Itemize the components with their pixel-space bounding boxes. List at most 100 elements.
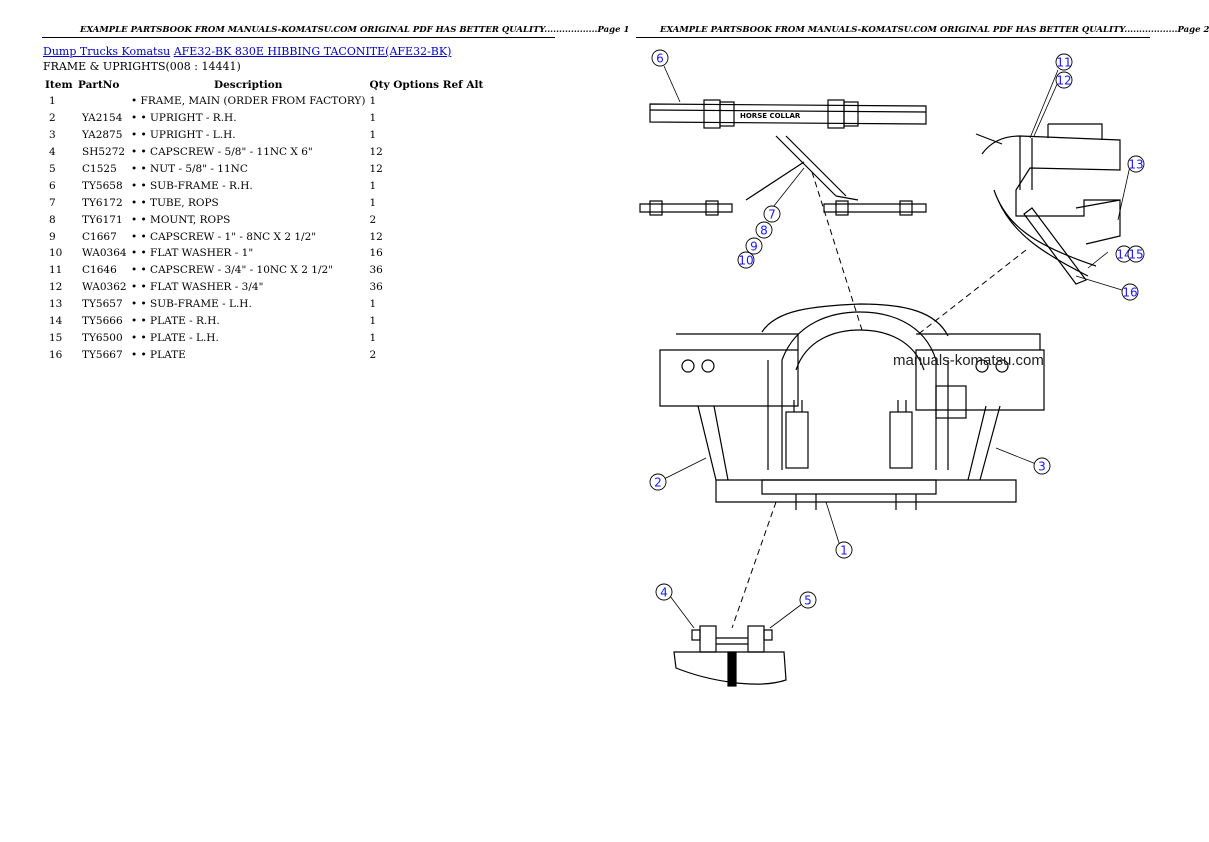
col-header-options: Options bbox=[393, 78, 440, 91]
qty-cell: 12 bbox=[369, 146, 383, 159]
dashed-leaders bbox=[731, 171, 1027, 629]
qty-cell: 2 bbox=[369, 213, 377, 226]
description-cell: • • SUB-FRAME - L.H. bbox=[131, 298, 252, 311]
partno-cell: C1667 bbox=[82, 230, 117, 243]
col-header-partno: PartNo bbox=[78, 78, 120, 91]
callout-label: 1 bbox=[840, 544, 848, 558]
qty-cell: 12 bbox=[369, 230, 383, 243]
header-rule-2 bbox=[636, 37, 1150, 38]
col-header-qty-group: Qty Options Ref Alt bbox=[367, 76, 485, 93]
partno-cell bbox=[76, 93, 129, 110]
callout-label: 9 bbox=[750, 240, 758, 254]
description-cell: • • PLATE - L.H. bbox=[131, 331, 219, 344]
item-cell: 1 bbox=[49, 95, 56, 108]
callout-label: 5 bbox=[804, 594, 812, 608]
callout-label: 14 bbox=[1116, 248, 1131, 262]
callout-circle bbox=[835, 541, 853, 559]
callout-circle bbox=[763, 205, 781, 223]
item-cell: 8 bbox=[49, 213, 56, 226]
page-header-1: EXAMPLE PARTSBOOK FROM MANUALS-KOMATSU.C… bbox=[80, 25, 630, 35]
breadcrumb-link-model[interactable]: AFE32-BK 830E HIBBING TACONITE(AFE32-BK) bbox=[173, 45, 452, 58]
section-title: FRAME & UPRIGHTS(008 : 14441) bbox=[43, 60, 241, 73]
callout-circle bbox=[1033, 457, 1051, 475]
partno-cell: TY6500 bbox=[82, 331, 123, 344]
qty-cell: 36 bbox=[369, 281, 383, 294]
qty-cell: 1 bbox=[369, 112, 377, 125]
description-cell: • • PLATE bbox=[131, 348, 186, 361]
description-cell: • • NUT - 5/8" - 11NC bbox=[131, 163, 248, 175]
qty-cell: 1 bbox=[369, 196, 377, 209]
breadcrumb: Dump Trucks Komatsu AFE32-BK 830E HIBBIN… bbox=[43, 45, 451, 58]
qty-cell: 1 bbox=[369, 315, 377, 328]
callout-circle bbox=[655, 583, 673, 601]
sub-frame-detail bbox=[975, 123, 1121, 285]
callout-circle bbox=[737, 251, 755, 269]
partno-cell: TY5667 bbox=[82, 348, 123, 361]
parts-table: Item PartNo Description Qty Options Ref … bbox=[43, 76, 485, 363]
qty-cell: 2 bbox=[369, 348, 377, 361]
item-cell: 9 bbox=[49, 230, 56, 243]
partno-cell: WA0364 bbox=[82, 247, 127, 260]
item-cell: 7 bbox=[49, 196, 56, 209]
item-cell: 16 bbox=[49, 348, 63, 361]
description-cell: • • CAPSCREW - 5/8" - 11NC X 6" bbox=[131, 146, 313, 159]
callout-circle bbox=[1127, 245, 1145, 263]
table-row: 4 SH5272 • • CAPSCREW - 5/8" - 11NC X 6" 12 bbox=[43, 144, 485, 161]
callout-label: 8 bbox=[760, 224, 768, 238]
watermark: manuals-komatsu.com bbox=[893, 352, 1044, 369]
partno-cell: YA2875 bbox=[82, 129, 123, 142]
callout-circle bbox=[745, 237, 763, 255]
partno-cell: WA0362 bbox=[82, 281, 127, 294]
callout-circle bbox=[1055, 71, 1073, 89]
item-cell: 4 bbox=[49, 146, 56, 159]
item-cell: 11 bbox=[49, 264, 63, 277]
col-header-alt: Alt bbox=[466, 78, 484, 91]
item-cell: 14 bbox=[49, 315, 63, 328]
description-cell: • • MOUNT, ROPS bbox=[131, 213, 231, 226]
callout-label: 12 bbox=[1056, 74, 1071, 88]
col-header-item: Item bbox=[45, 78, 73, 91]
callout-label: 4 bbox=[660, 586, 668, 600]
partno-cell: TY5657 bbox=[82, 298, 123, 311]
description-cell: • • TUBE, ROPS bbox=[131, 196, 219, 209]
partno-cell: TY5666 bbox=[82, 315, 123, 328]
table-row: 14 TY5666 • • PLATE - R.H. 1 bbox=[43, 313, 485, 330]
breadcrumb-link-dump-trucks[interactable]: Dump Trucks Komatsu bbox=[43, 45, 171, 58]
callout-label: 2 bbox=[654, 476, 662, 490]
qty-cell: 1 bbox=[369, 129, 377, 142]
rops-mount-right bbox=[823, 200, 927, 216]
col-header-ref: Ref bbox=[442, 78, 463, 91]
item-cell: 2 bbox=[49, 112, 56, 125]
header-rule-1 bbox=[42, 37, 555, 38]
callout-circle bbox=[649, 473, 667, 491]
item-cell: 15 bbox=[49, 331, 63, 344]
partno-cell: C1525 bbox=[82, 163, 117, 175]
callout-circle bbox=[1121, 283, 1139, 301]
qty-cell: 1 bbox=[369, 95, 377, 108]
partno-cell: SH5272 bbox=[82, 146, 126, 159]
callout-label: 7 bbox=[768, 208, 776, 222]
callout-label: 3 bbox=[1038, 460, 1046, 474]
col-header-qty: Qty bbox=[369, 78, 390, 91]
item-cell: 13 bbox=[49, 298, 63, 311]
callout-label: 11 bbox=[1056, 56, 1071, 70]
partno-cell: TY5658 bbox=[82, 179, 123, 192]
partno-cell: TY6172 bbox=[82, 196, 123, 209]
item-cell: 3 bbox=[49, 129, 56, 142]
description-cell: • • PLATE - R.H. bbox=[131, 315, 220, 328]
qty-cell: 36 bbox=[369, 264, 383, 277]
qty-cell: 1 bbox=[369, 331, 377, 344]
description-cell: • FRAME, MAIN (ORDER FROM FACTORY) bbox=[131, 95, 366, 108]
description-cell: • • UPRIGHT - R.H. bbox=[131, 112, 237, 125]
